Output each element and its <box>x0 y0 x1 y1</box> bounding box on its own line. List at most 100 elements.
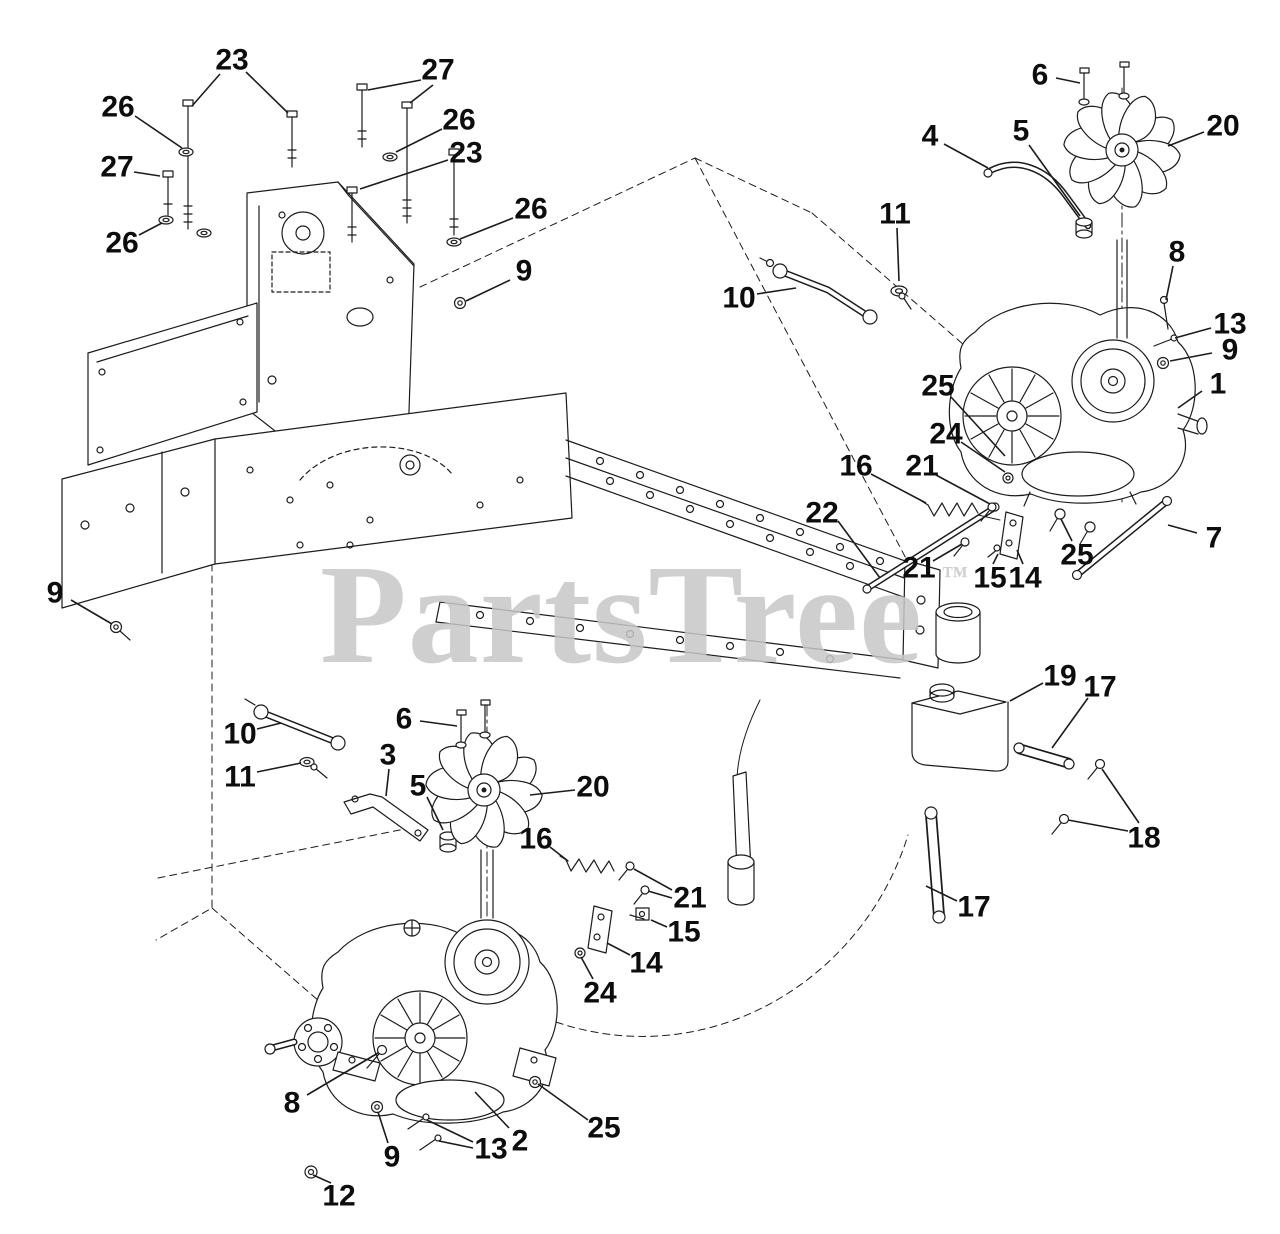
callout-number: 20 <box>1206 110 1239 143</box>
callout-26: 26 <box>395 104 476 153</box>
fuel-tank <box>911 683 1009 772</box>
upper-transaxle <box>948 239 1208 507</box>
callout-10: 10 <box>722 282 797 315</box>
callout-number: 25 <box>1060 539 1093 572</box>
callout-leader-line <box>133 171 161 177</box>
callout-number: 17 <box>1083 671 1116 704</box>
callout-leader-line <box>992 553 999 565</box>
callout-number: 16 <box>839 450 872 483</box>
callout-leader-line <box>837 520 881 579</box>
callout-leader-line <box>438 1140 474 1149</box>
cooling-fan-upper <box>1061 90 1184 209</box>
callout-1: 1 <box>1177 368 1227 409</box>
callout-number: 8 <box>1169 236 1186 269</box>
frame-group <box>61 181 981 906</box>
callout-number: 11 <box>879 198 911 231</box>
callout-19: 19 <box>1009 660 1077 702</box>
callout-number: 20 <box>576 771 609 804</box>
callout-leader-line <box>529 789 576 796</box>
callout-leader-line <box>359 159 449 190</box>
bolts-6-lower <box>455 699 491 749</box>
callout-leader-line <box>465 279 511 302</box>
callout-5: 5 <box>1013 115 1081 217</box>
callout-number: 12 <box>322 1180 355 1213</box>
upper-right-hardware <box>1153 295 1178 370</box>
callout-2: 2 <box>474 1091 528 1158</box>
lower-link-rod <box>244 698 346 779</box>
bolt-9-left <box>109 620 131 641</box>
callout-leader-line <box>1101 768 1140 824</box>
callout-24: 24 <box>929 418 1006 473</box>
callout-7: 7 <box>1167 522 1223 555</box>
callout-leader-line <box>549 846 569 862</box>
callout-number: 3 <box>380 739 397 772</box>
callout-number: 21 <box>902 552 935 585</box>
callout-leader-line <box>395 128 443 153</box>
callout-21: 21 <box>905 450 991 505</box>
callout-9: 9 <box>1169 334 1239 367</box>
callout-14: 14 <box>606 942 663 980</box>
callout-leader-line <box>633 868 673 891</box>
callout-leader-line <box>367 79 422 91</box>
callout-number: 26 <box>442 104 475 137</box>
callout-leader-line <box>1177 390 1203 409</box>
callout-leader-line <box>950 396 1006 457</box>
callout-leader-line <box>580 956 594 980</box>
callout-27: 27 <box>100 151 161 184</box>
callout-number: 5 <box>410 770 427 803</box>
callout-number: 24 <box>929 418 963 451</box>
callout-leader-line <box>256 722 282 730</box>
callout-leader-line <box>1167 131 1205 147</box>
callout-23: 23 <box>191 44 289 114</box>
callout-leader-line <box>1067 819 1129 832</box>
callout-11: 11 <box>224 761 302 794</box>
callout-number: 9 <box>516 255 533 288</box>
callout-leader-line <box>385 768 390 797</box>
callout-number: 6 <box>396 703 413 736</box>
callout-8: 8 <box>1165 236 1186 301</box>
callout-24: 24 <box>580 956 617 1010</box>
callout-number: 21 <box>673 882 706 915</box>
callout-16: 16 <box>519 823 569 862</box>
callout-leader-line <box>756 287 797 295</box>
callout-leader-line <box>935 474 991 505</box>
callout-number: 1 <box>1210 368 1227 401</box>
callout-number: 8 <box>284 1087 301 1120</box>
bolts-18 <box>1051 758 1106 835</box>
callout-number: 26 <box>105 227 138 260</box>
callout-22: 22 <box>805 497 881 579</box>
callout-25: 25 <box>537 1083 621 1145</box>
callout-number: 7 <box>1206 522 1223 555</box>
lower-linkage-hardware <box>559 855 650 959</box>
callout-10: 10 <box>223 718 282 751</box>
callout-number: 23 <box>215 44 248 77</box>
callout-25: 25 <box>1060 518 1094 572</box>
callout-number: 13 <box>474 1133 507 1166</box>
callout-number: 5 <box>1013 115 1030 148</box>
callout-number: 23 <box>449 137 482 170</box>
callout-3: 3 <box>380 739 397 797</box>
callout-number: 17 <box>957 891 990 924</box>
callout-13: 13 <box>426 1119 508 1166</box>
callout-number: 9 <box>47 577 64 610</box>
callout-21: 21 <box>902 543 963 585</box>
callout-17: 17 <box>1051 671 1117 749</box>
callout-number: 16 <box>519 823 552 856</box>
callout-15: 15 <box>973 553 1007 595</box>
callout-leader-line <box>1169 352 1213 362</box>
callout-number: 14 <box>629 947 663 980</box>
callout-26: 26 <box>101 91 183 149</box>
lower-transaxle <box>264 849 558 1124</box>
callout-number: 10 <box>722 282 755 315</box>
callout-14: 14 <box>1008 549 1042 595</box>
callout-number: 9 <box>1222 334 1239 367</box>
callout-number: 11 <box>224 761 256 794</box>
callout-leader-line <box>925 885 958 902</box>
callout-number: 27 <box>421 54 454 87</box>
callout-number: 15 <box>667 916 700 949</box>
callout-27: 27 <box>367 54 455 104</box>
callout-26: 26 <box>459 193 548 240</box>
callout-number: 25 <box>921 370 954 403</box>
callout-15: 15 <box>650 916 701 949</box>
callout-20: 20 <box>1167 110 1240 147</box>
